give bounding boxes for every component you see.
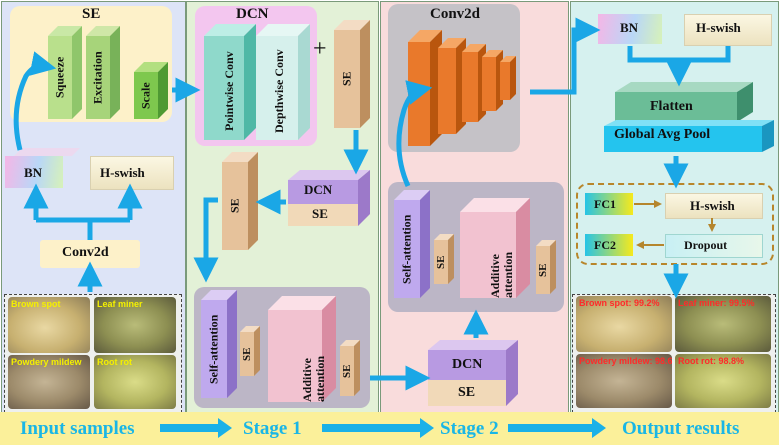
footer-stage1: Stage 1 — [243, 418, 302, 439]
pointwise-slab — [204, 24, 256, 140]
gap-label: Global Avg Pool — [614, 127, 711, 142]
result-root-rot: Root rot: 98.8% — [675, 354, 771, 408]
result-leaf-miner: Leaf miner: 99.5% — [675, 296, 771, 352]
scale-slab — [134, 62, 168, 119]
stage1-se-small1 — [240, 326, 260, 376]
fc2-box — [585, 234, 633, 256]
arrow-bn-se — [13, 51, 57, 151]
fc-hswish-label: H-swish — [690, 198, 735, 213]
se-block-title: SE — [82, 6, 101, 22]
input-bn-label: BN — [24, 165, 43, 180]
stage2-se-small1 — [434, 234, 454, 284]
dropout-label: Dropout — [684, 238, 728, 252]
arrow-semid-attention — [193, 197, 219, 283]
stage1-dcn-se-label: SE — [312, 206, 328, 221]
flatten-label: Flatten — [650, 99, 693, 114]
stage2-dcn-label: DCN — [452, 357, 483, 372]
footer-output-results: Output results — [622, 418, 740, 439]
flatten-box — [615, 82, 753, 122]
dropout-box — [665, 234, 763, 258]
stage1-self-attention-slab — [201, 290, 237, 398]
input-conv2d-label: Conv2d — [62, 245, 109, 260]
gap-box — [604, 120, 774, 152]
sample-root-rot: Root rot — [94, 355, 176, 409]
fc1-label: FC1 — [594, 197, 616, 211]
fc-hswish-box — [665, 193, 763, 219]
arrow-conv2d-output — [530, 17, 601, 95]
output-hswish-label: H-swish — [696, 20, 741, 35]
stage2-additive-slab — [460, 198, 530, 298]
residual-curves — [0, 0, 779, 412]
result-brown-spot: Brown spot: 99.2% — [576, 296, 672, 352]
sample-leaf-miner: Leaf miner — [94, 297, 176, 353]
dcn-block-title: DCN — [236, 6, 269, 22]
stage1-additive-slab — [268, 296, 336, 402]
output-bn-label: BN — [620, 20, 639, 35]
arrow-conv2d-split — [33, 196, 133, 240]
footer-arrows — [160, 418, 606, 438]
footer-input-samples: Input samples — [20, 418, 135, 439]
fc1-box — [585, 193, 633, 215]
footer-stage2: Stage 2 — [440, 418, 499, 439]
result-powdery-mildew: Powdery mildew: 98.6% — [576, 354, 672, 408]
conv2d-layers — [408, 28, 520, 148]
stage2-se-small2 — [536, 240, 556, 294]
excitation-slab — [86, 26, 120, 119]
stage1-se-small2 — [340, 340, 360, 396]
stage1-se-mid-slab — [222, 152, 258, 250]
stage1-dcn-label: DCN — [304, 182, 333, 197]
stage1-se-top-slab — [334, 20, 370, 128]
squeeze-slab — [48, 26, 82, 119]
sample-brown-spot: Brown spot — [8, 297, 90, 353]
plus-sign: + — [313, 36, 327, 62]
arrow-attention2-conv2d — [396, 80, 433, 188]
output-hswish-box — [684, 14, 772, 46]
input-bn-box — [5, 156, 63, 188]
stage2-self-attention-slab — [394, 190, 430, 298]
stage2-dcn-se-label: SE — [458, 385, 476, 400]
output-bn-box — [598, 14, 662, 44]
fc2-label: FC2 — [594, 238, 616, 252]
sample-powdery-mildew: Powdery mildew — [8, 355, 90, 409]
input-hswish-label: H-swish — [100, 165, 145, 180]
stage2-dcn-se-block — [428, 340, 518, 406]
stage1-dcn-se-block — [288, 170, 370, 226]
depthwise-slab — [256, 24, 310, 140]
conv2d-block-title: Conv2d — [430, 6, 481, 22]
flow-arrows — [13, 17, 731, 391]
